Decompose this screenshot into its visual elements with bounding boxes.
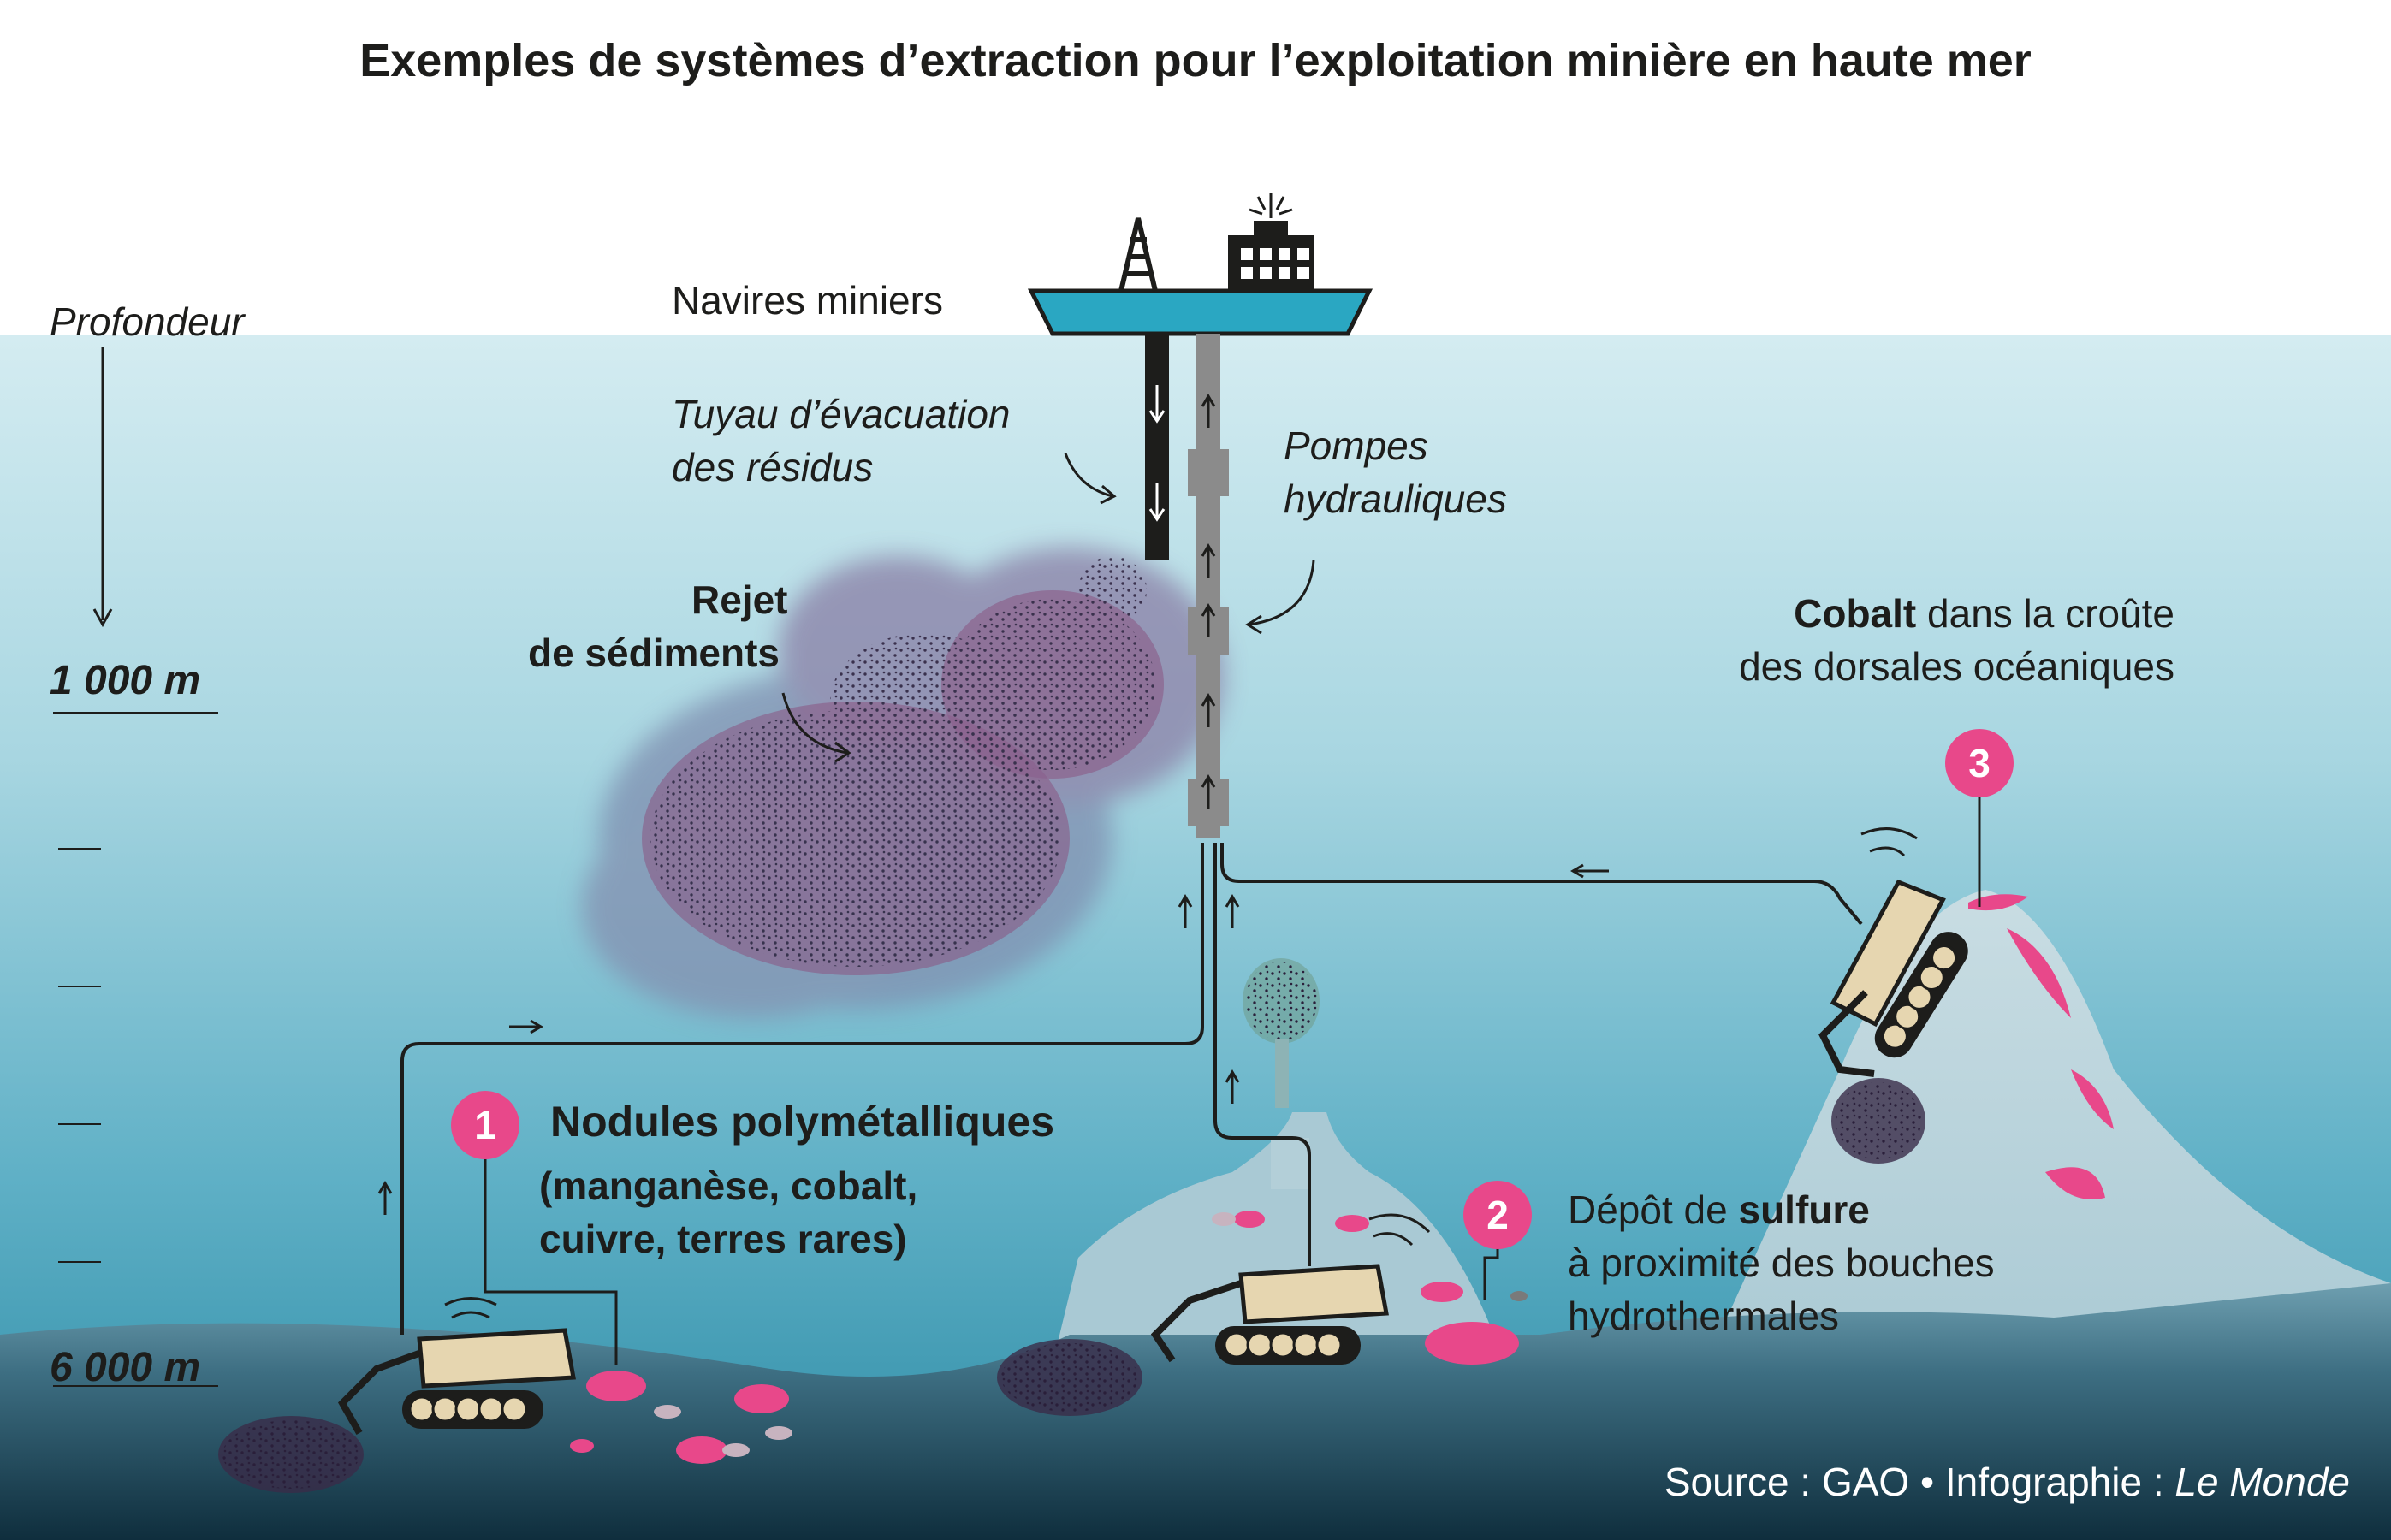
- collector-vehicle-2: [997, 1213, 1431, 1416]
- site-3-line2: des dorsales océaniques: [1739, 644, 2174, 689]
- site-2-badge: 2: [1463, 1181, 1532, 1249]
- site-2-line2: à proximité des bouches: [1568, 1241, 1995, 1285]
- cobalt-crust-patches: [1968, 894, 2114, 1199]
- collector-vehicle-3: [1818, 827, 1968, 1164]
- depth-axis-label: Profondeur: [50, 299, 245, 344]
- depth-tick-6000m: 6 000 m: [50, 1345, 201, 1390]
- flow-arrows: [377, 863, 1609, 1215]
- seabed: [0, 1283, 2391, 1540]
- site-1-line3: cuivre, terres rares): [539, 1217, 907, 1261]
- site-2-line1: Dépôt de sulfure: [1568, 1183, 1870, 1236]
- pumps-label-1: Pompes: [1284, 424, 1428, 468]
- site-2-line1-prefix: Dépôt de: [1568, 1188, 1739, 1232]
- discharge-pipe: [1145, 334, 1169, 560]
- flexible-hoses: [400, 843, 1863, 1335]
- riser-pipe-with-pumps: [1188, 334, 1229, 838]
- depth-axis: [53, 346, 218, 1387]
- sediment-label-1: Rejet: [691, 578, 788, 622]
- page-title: Exemples de systèmes d’extraction pour l…: [359, 35, 2032, 86]
- discharge-pipe-label-2: des résidus: [672, 445, 874, 489]
- site-1-title: Nodules polymétalliques: [550, 1098, 1055, 1146]
- site-3-line1-suffix: dans la croûte: [1916, 591, 2174, 636]
- ships-label: Navires miniers: [672, 278, 943, 323]
- collector-vehicle-1: [218, 1297, 576, 1493]
- source-credit: Source : GAO • Infographie : Le Monde: [1664, 1459, 2350, 1505]
- source-publisher: Le Monde: [2174, 1460, 2350, 1504]
- leader-arrows: [781, 453, 1315, 763]
- pumps-label-2: hydrauliques: [1284, 477, 1507, 521]
- sediment-label-2: de sédiments: [528, 631, 780, 675]
- mining-ship: [1027, 192, 1373, 336]
- sediment-plume: [582, 548, 1224, 1018]
- depth-tick-1000m: 1 000 m: [50, 658, 201, 703]
- hydrothermal-vent-plume: [1243, 958, 1320, 1108]
- site-3-badge: 3: [1945, 729, 2014, 797]
- site-2-line1-bold: sulfure: [1738, 1188, 1870, 1232]
- site-1-badge: 1: [451, 1091, 519, 1159]
- discharge-pipe-label-1: Tuyau d’évacuation: [672, 392, 1011, 436]
- source-prefix: Source : GAO • Infographie :: [1664, 1460, 2175, 1504]
- site-3-line1: Cobalt dans la croûte: [1794, 587, 2174, 640]
- site-3-line1-bold: Cobalt: [1794, 591, 1917, 636]
- site-2-line3: hydrothermales: [1568, 1294, 1840, 1338]
- site-1-line2: (manganèse, cobalt,: [539, 1164, 918, 1208]
- polymetallic-nodules: [570, 1211, 1528, 1464]
